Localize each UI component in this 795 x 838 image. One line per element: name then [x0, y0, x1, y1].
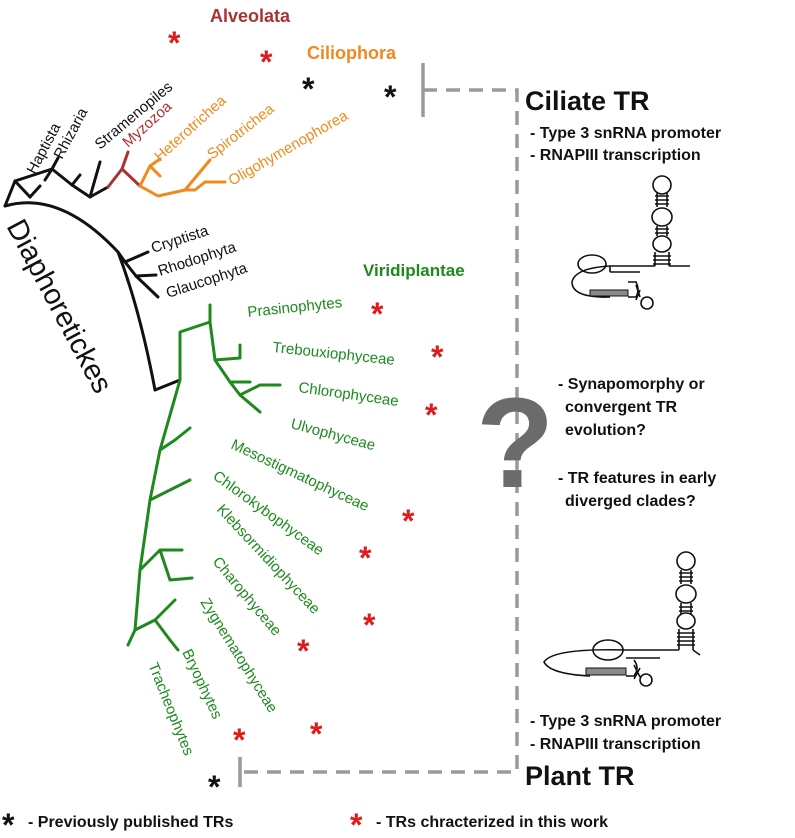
legend-red-text: - TRs chracterized in this work — [376, 814, 608, 831]
red-asterisk-alveolata: * — [168, 25, 181, 61]
plant-tr-structure-icon — [543, 551, 701, 687]
plant-template-region — [585, 667, 627, 676]
red-asterisk-klebsormidiophyceae: * — [359, 540, 372, 576]
tree-branches-black — [3, 156, 182, 392]
legend-black-text: - Previously published TRs — [28, 814, 233, 831]
black-asterisk-oligohymenophorea: * — [384, 79, 397, 115]
taxa-labels: Haptista Rhizaria Stramenopiles Cryptist… — [24, 78, 400, 758]
red-asterisk-chlorophyceae: * — [425, 397, 438, 433]
phylogenetic-tree — [3, 150, 282, 652]
taxon-ulvophyceae: Ulvophyceae — [289, 415, 377, 454]
taxon-trebouxiophyceae: Trebouxiophyceae — [272, 339, 396, 369]
tree-branches-viridiplantae — [126, 303, 282, 652]
red-asterisk-bryophytes: * — [310, 716, 323, 752]
ciliate-tr-title: Ciliate TR — [525, 86, 650, 116]
red-asterisk-zygnematophyceae: * — [297, 633, 310, 669]
taxon-bryophytes: Bryophytes — [178, 647, 225, 722]
plant-tr-feature-promoter: - Type 3 snRNA promoter — [530, 713, 721, 730]
bracket-dashed-line — [240, 88, 519, 774]
red-asterisk-heterotrichea: * — [260, 44, 273, 80]
taxon-prasinophytes: Prasinophytes — [247, 294, 343, 321]
plant-tr-title: Plant TR — [525, 761, 635, 791]
ciliate-tr-structure-icon — [571, 175, 690, 310]
black-asterisk-tracheophytes: * — [208, 769, 221, 805]
question-synapomorphy-line3: evolution? — [565, 422, 646, 439]
group-ciliophora: Ciliophora — [307, 43, 397, 63]
legend-black-asterisk: * — [2, 807, 15, 838]
tree-branches-alveolata — [106, 150, 142, 189]
open-questions-block: ? - Synapomorphy or convergent TR evolut… — [476, 372, 716, 515]
legend-red-asterisk: * — [350, 807, 363, 838]
tree-branches-ciliophora — [138, 157, 227, 198]
question-synapomorphy-line2: convergent TR — [565, 399, 677, 416]
ciliate-tr-feature-promoter: - Type 3 snRNA promoter — [530, 125, 721, 142]
ciliate-template-region — [589, 289, 629, 297]
question-early-clades-line2: diverged clades? — [565, 493, 696, 510]
group-viridiplantae: Viridiplantae — [363, 261, 465, 280]
legend: * - Previously published TRs * - TRs chr… — [2, 807, 608, 838]
group-labels: Alveolata Ciliophora Viridiplantae Diaph… — [0, 6, 465, 399]
question-mark-symbol: ? — [476, 372, 554, 515]
plant-tr-feature-transcription: - RNAPIII transcription — [530, 736, 701, 753]
plant-tr-block: - Type 3 snRNA promoter - RNAPIII transc… — [525, 713, 721, 791]
ciliate-tr-block: Ciliate TR - Type 3 snRNA promoter - RNA… — [525, 86, 721, 164]
ciliate-tr-feature-transcription: - RNAPIII transcription — [530, 147, 701, 164]
red-asterisk-chlorokybophyceae: * — [402, 503, 415, 539]
red-asterisk-tracheophytes: * — [233, 722, 246, 758]
red-asterisk-charophyceae: * — [363, 607, 376, 643]
markers: * * * * * * * * * * * * * * — [168, 25, 444, 805]
red-asterisk-trebouxiophyceae: * — [431, 339, 444, 375]
black-asterisk-spirotrichea: * — [302, 71, 315, 107]
comparison-bracket — [238, 63, 519, 787]
taxon-chlorophyceae: Chlorophyceae — [297, 379, 399, 410]
group-diaphoretickes: Diaphoretickes — [0, 214, 118, 398]
group-alveolata: Alveolata — [210, 6, 291, 26]
red-asterisk-prasinophytes: * — [371, 296, 384, 332]
question-early-clades-line1: - TR features in early — [558, 470, 716, 487]
question-synapomorphy-line1: - Synapomorphy or — [558, 376, 705, 393]
